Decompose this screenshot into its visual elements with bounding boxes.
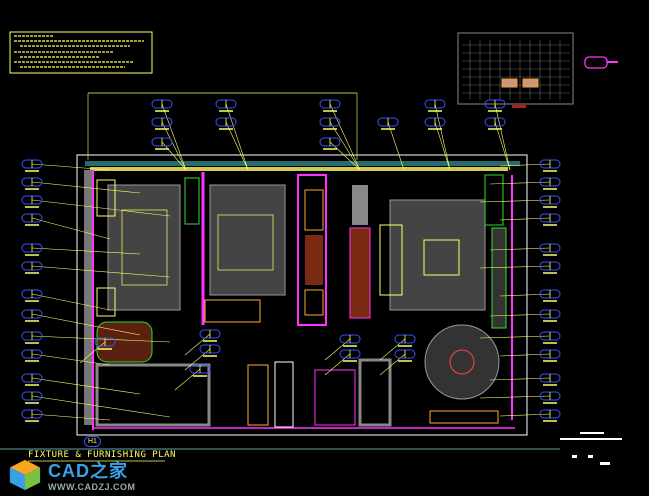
annotation-tag — [324, 334, 361, 361]
annotation-tag — [479, 261, 561, 274]
annotation-tag — [479, 195, 561, 208]
annotation-tag — [21, 243, 141, 256]
annotation-tag — [21, 261, 171, 278]
annotation-tag — [499, 349, 561, 362]
annotation-tag — [21, 195, 171, 217]
floor-plan — [76, 154, 528, 436]
annotation-tag — [424, 99, 451, 171]
annotation-tag — [215, 99, 249, 171]
annotation-tag — [21, 373, 141, 395]
annotation-tag — [319, 117, 361, 171]
annotation-tag — [174, 364, 211, 391]
grid-label: H1 — [84, 436, 101, 447]
annotation-tag — [21, 349, 111, 366]
annotation-tag — [151, 117, 187, 171]
annotation-tag — [484, 99, 511, 171]
cad-logo-icon — [9, 459, 41, 491]
section-marker — [584, 56, 608, 69]
annotation-tag — [499, 213, 561, 226]
annotation-tag — [79, 337, 116, 364]
annotation-tag — [484, 117, 511, 171]
annotation-tag — [184, 329, 221, 356]
annotation-tag — [21, 213, 111, 240]
annotation-tag — [21, 391, 171, 418]
annotation-tag — [151, 99, 187, 171]
key-plan — [457, 32, 574, 108]
annotation-tag — [21, 177, 141, 194]
watermark-brand: CAD之家 — [48, 461, 128, 481]
annotation-tag — [184, 344, 221, 371]
annotation-tag — [21, 309, 141, 336]
annotation-tag — [324, 349, 361, 376]
annotation-tag — [21, 331, 171, 344]
annotation-tag — [21, 289, 111, 311]
annotation-tag — [489, 243, 561, 256]
annotation-tag — [424, 117, 451, 171]
watermark-url: WWW.CADZJ.COM — [48, 482, 136, 492]
annotation-tag — [379, 349, 416, 376]
annotation-tag — [489, 177, 561, 190]
annotation-tags — [21, 99, 561, 422]
annotation-tag — [319, 137, 361, 171]
annotation-tag — [319, 99, 361, 171]
annotation-tag — [479, 391, 561, 404]
annotation-tag — [499, 409, 561, 422]
annotation-tag — [379, 334, 416, 361]
title-block — [560, 432, 622, 465]
annotation-tag — [499, 289, 561, 302]
annotation-tag — [489, 309, 561, 322]
drawing-title: FIXTURE & FURNISHING PLAN — [28, 450, 176, 460]
annotation-tag — [489, 373, 561, 386]
annotation-tag — [151, 137, 187, 171]
annotation-tag — [479, 331, 561, 344]
annotation-tag — [21, 159, 111, 172]
annotation-tag — [215, 117, 249, 171]
general-notes-box — [9, 31, 153, 74]
annotation-tag — [377, 117, 405, 171]
annotation-tag — [21, 409, 111, 422]
